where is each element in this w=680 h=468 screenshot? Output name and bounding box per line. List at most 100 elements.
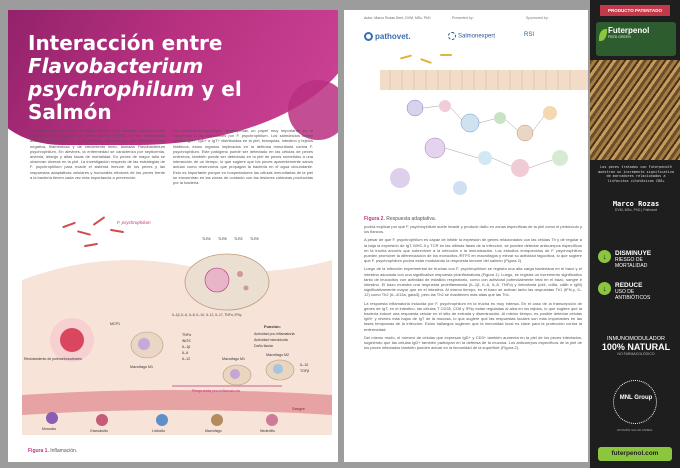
response-label: Respuesta pro-inflamatoria [192,388,241,393]
intro-column-2: Los monocitos/macrófagos desempeñan un p… [173,128,313,186]
figure-2-adaptive-response [380,54,588,195]
down-arrow-icon: ↓ [598,282,611,295]
mediator-1: TNFα [182,333,191,337]
mediator-m2-1: IL-10 [300,363,308,367]
lymphocyte-cell [156,414,168,426]
feature-antibiotics-line-1: REDUCE [615,282,643,289]
mnl-group-text: MNL Group [619,395,653,401]
figure-1-caption-label: Figura 1. [28,448,49,454]
function-item-2: Actividad microbicida [254,338,288,342]
bottom-cell-4: Macrófago [205,429,222,433]
down-arrow-icon: ↓ [598,250,611,263]
feature-mortality-line-2: RIESGO DE [615,257,643,263]
pathovet-logo: pathovet. [364,32,411,42]
author-line: Autor: Marco Rozas Serri, DVM, MSc, PhD [364,16,431,20]
vessel-label: Sangre [292,406,306,411]
cytokine-list: IL-1β, IL-6, IL-8, IL-10, IL-12, IL-17, … [172,313,242,317]
mediator-4: IL-6 [182,351,188,355]
feature-mortality-line-3: MORTALIDAD [615,263,648,269]
receptor-tlr5: TLR5 [218,237,227,241]
monocyte-cell [46,412,58,424]
figure-1-caption: Figura 1. Inflamación. [28,448,77,454]
bacterium-label: F. psychrophilum [117,220,151,225]
feature-antibiotics-line-3: ANTIBIÓTICOS [615,295,651,301]
salmonexpert-logo-text: Salmonexpert [458,33,496,40]
title-species: psychrophilum [28,77,195,101]
body-paragraph-4: La respuesta inflamatoria inducida por F… [364,300,582,332]
macrophage-m1-label: Macrófago M1 [222,357,245,361]
receptor-tlr4: TLR4 [202,237,211,241]
title-line-3: psychrophilum y el Salmón [28,78,328,124]
immunomodulator-claim: INMUNOMODULADOR 100% NATURAL NO FARMACOL… [594,336,678,356]
left-page: Interacción entre Flavobacterium psychro… [8,10,338,462]
feature-mortality-line-1: DISMINUYE [615,250,652,257]
group-division-label: DIVISIÓN SALUD ANIMAL [617,428,653,432]
macrophage-m1-cell [184,253,270,311]
macrophage-m2-right [265,359,295,381]
granulocyte-cell [96,414,108,426]
bottom-cell-3: Linfocito [152,429,165,433]
pathovet-logo-icon [364,32,373,42]
body-paragraph-3: Luego de la infección experimental de tr… [364,266,582,298]
ad-quote: Los peces tratados con Futerpenol® muest… [598,165,674,183]
pathovet-logo-text: pathovet. [375,32,411,41]
recruitment-cell [50,318,94,362]
feature-antibiotics-line-2: USO DE [615,289,635,295]
ad-spokesperson: Marco Rozas DVM, MSc, PhD | Pathovet [598,200,674,212]
ad-website-link[interactable]: futerpenol.com [598,447,672,461]
futerpenol-ad: PRODUCTO PATENTADO Futerpenol FEED GREEN… [590,0,680,468]
blood-vessel [22,390,332,415]
bacteria-figure-2 [400,54,452,64]
bottom-cell-5: Neutrófilo [260,429,275,433]
immunomodulator-label: INMUNOMODULADOR [606,336,666,342]
mediator-5: IL-12 [182,357,190,361]
figure-1-inflammation: Sangre F. psychrophilum TLR4 TLR5 TLR2 T… [22,216,332,435]
mediator-m2-2: TGFβ [300,369,309,373]
patented-product-tag: PRODUCTO PATENTADO [600,5,670,16]
futerpenol-logo: Futerpenol FEED GREEN [596,22,676,56]
salmonexpert-logo-icon [448,32,456,40]
function-item-1: Actividad pro-inflamatoria [254,332,295,336]
figure-2-caption-label: Figura 2. [364,216,385,222]
sponsored-by-label: Sponsored by: [526,16,549,20]
title-rest: y el Salmón [28,77,242,124]
immune-cells-figure-2 [390,99,568,195]
mcp1-label: MCP1 [110,322,120,326]
macrophage-center-cell [130,331,164,359]
receptor-tlr9: TLR9 [250,237,259,241]
body-paragraph-5: Del mismo modo, el número de células que… [364,334,582,351]
spokesperson-name: Marco Rozas [612,200,660,208]
natural-label: 100% NATURAL [601,342,671,352]
figure-1-caption-text: Inflamación. [48,448,78,454]
macrophage-m1-right [222,364,252,386]
pathway-arrows [422,105,553,169]
mediator-2: iNOS [182,339,191,343]
spokesperson-role: DVM, MSc, PhD | Pathovet [614,208,658,212]
rsi-logo: RSI [524,32,535,38]
bottom-cell-2: Granulocito [90,429,108,433]
macrophage-m2-label: Macrófago M2 [266,353,289,357]
figure-2-caption-text: Respuesta adaptativa. [384,216,436,222]
figure-2-caption: Figura 2. Respuesta adaptativa. [364,216,436,222]
mnl-group-logo: MNL Group [613,380,657,424]
bacteria-cluster [62,216,124,248]
salmonexpert-logo: Salmonexpert [448,32,495,40]
function-title: Función: [264,324,281,329]
title-line-1: Interacción entre [28,31,223,55]
presented-by-label: Presented by: [452,16,474,20]
macrophage-center-label: Macrófago M1 [130,365,153,369]
epithelium-layer [380,70,588,90]
non-pharma-label: NO FARMACOLÓGICO [617,352,655,356]
title-line-2: Flavobacterium [28,54,204,78]
bottom-cell-1: Monocito [42,427,56,431]
macrophage-small-cell [211,414,223,426]
article-body: podría explicar por qué F. psychrophilum… [364,224,582,350]
body-paragraph-1: podría explicar por qué F. psychrophilum… [364,224,582,235]
mediator-3: IL-1β [182,345,190,349]
brand-subtitle: FEED GREEN [608,35,631,39]
intro-column-1: La enfermedad bacteriana del agua fría (… [30,128,165,180]
fish-skin-photo [590,60,680,160]
leaf-icon [599,29,607,41]
right-page: Autor: Marco Rozas Serri, DVM, MSc, PhD … [344,10,588,462]
